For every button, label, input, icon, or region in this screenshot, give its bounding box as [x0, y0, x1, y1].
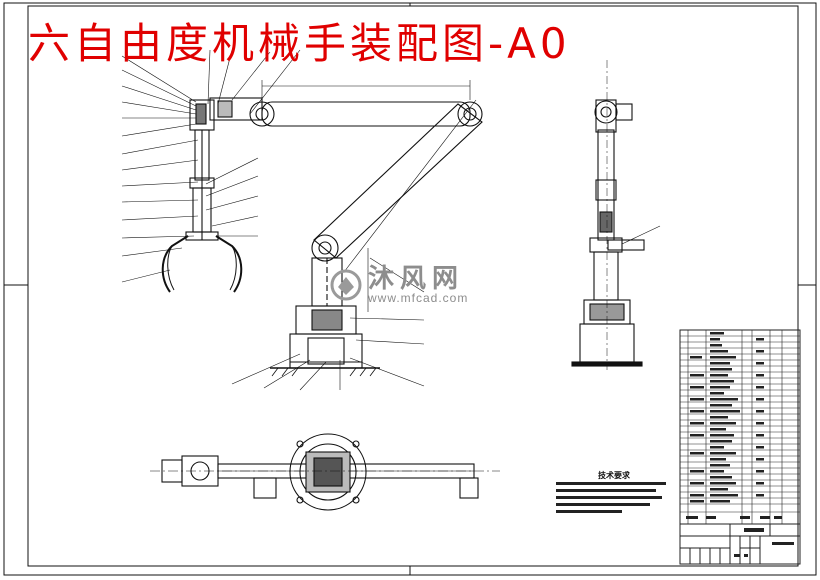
- title-block-text-marks: [686, 516, 794, 557]
- balloon-leaders-left: [121, 49, 425, 391]
- watermark-url: www.mfcad.com: [368, 291, 469, 305]
- title-block: [679, 523, 801, 565]
- watermark-brand: 沐风网: [368, 264, 465, 294]
- side-arm: [597, 129, 615, 241]
- gripper-jaw-left: [161, 235, 189, 293]
- gripper-jaw-right: [215, 235, 243, 293]
- front-view: [161, 80, 483, 377]
- forearm: [313, 103, 483, 259]
- tech-notes-lines: [556, 482, 666, 513]
- tech-requirements-title: 技术要求: [598, 471, 630, 480]
- watermark: 沐风网 www.mfcad.com: [330, 266, 468, 304]
- bom-text-marks: [690, 332, 764, 503]
- inner-frame: [27, 5, 799, 567]
- mfcad-logo-icon: [330, 269, 362, 301]
- side-view: [571, 60, 661, 370]
- top-base-ring: [289, 433, 367, 511]
- top-view: [150, 433, 500, 511]
- drawing-title: 六自由度机械手装配图-A0: [28, 19, 571, 68]
